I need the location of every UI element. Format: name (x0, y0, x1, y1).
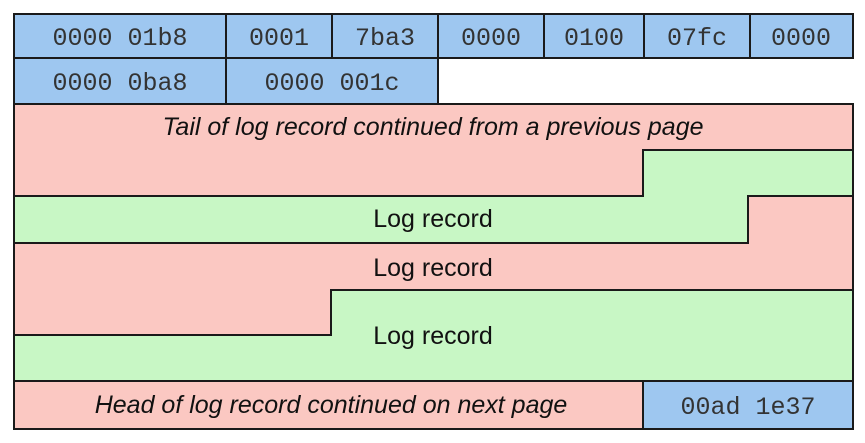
tail-label: Tail of log record continued from a prev… (162, 113, 703, 141)
header-field-value: 0000 01b8 (52, 24, 187, 53)
header-cell (437, 13, 545, 59)
log-record-label: Log record (373, 205, 493, 233)
header-field-value: 0000 001c (264, 69, 399, 98)
header-field-value: 0100 (564, 24, 624, 53)
header-cell (331, 13, 439, 59)
header-cell (643, 13, 751, 59)
header-field-value: 07fc (667, 24, 727, 53)
header-field-value: 0001 (249, 24, 309, 53)
header-field-value: 0000 0ba8 (52, 69, 187, 98)
log-record-label: Log record (373, 254, 493, 282)
header-cell (749, 13, 854, 59)
header-cell (13, 57, 227, 105)
header-field-value: 0000 (771, 24, 831, 53)
header-cell (225, 57, 439, 105)
header-cell (13, 13, 227, 59)
trailer-value: 00ad 1e37 (680, 393, 815, 422)
head-label: Head of log record continued on next pag… (95, 391, 568, 419)
head-region (13, 380, 644, 430)
trailer-cell (642, 380, 854, 430)
header-field-value: 7ba3 (355, 24, 415, 53)
log-record-label: Log record (373, 322, 493, 350)
header-field-value: 0000 (461, 24, 521, 53)
